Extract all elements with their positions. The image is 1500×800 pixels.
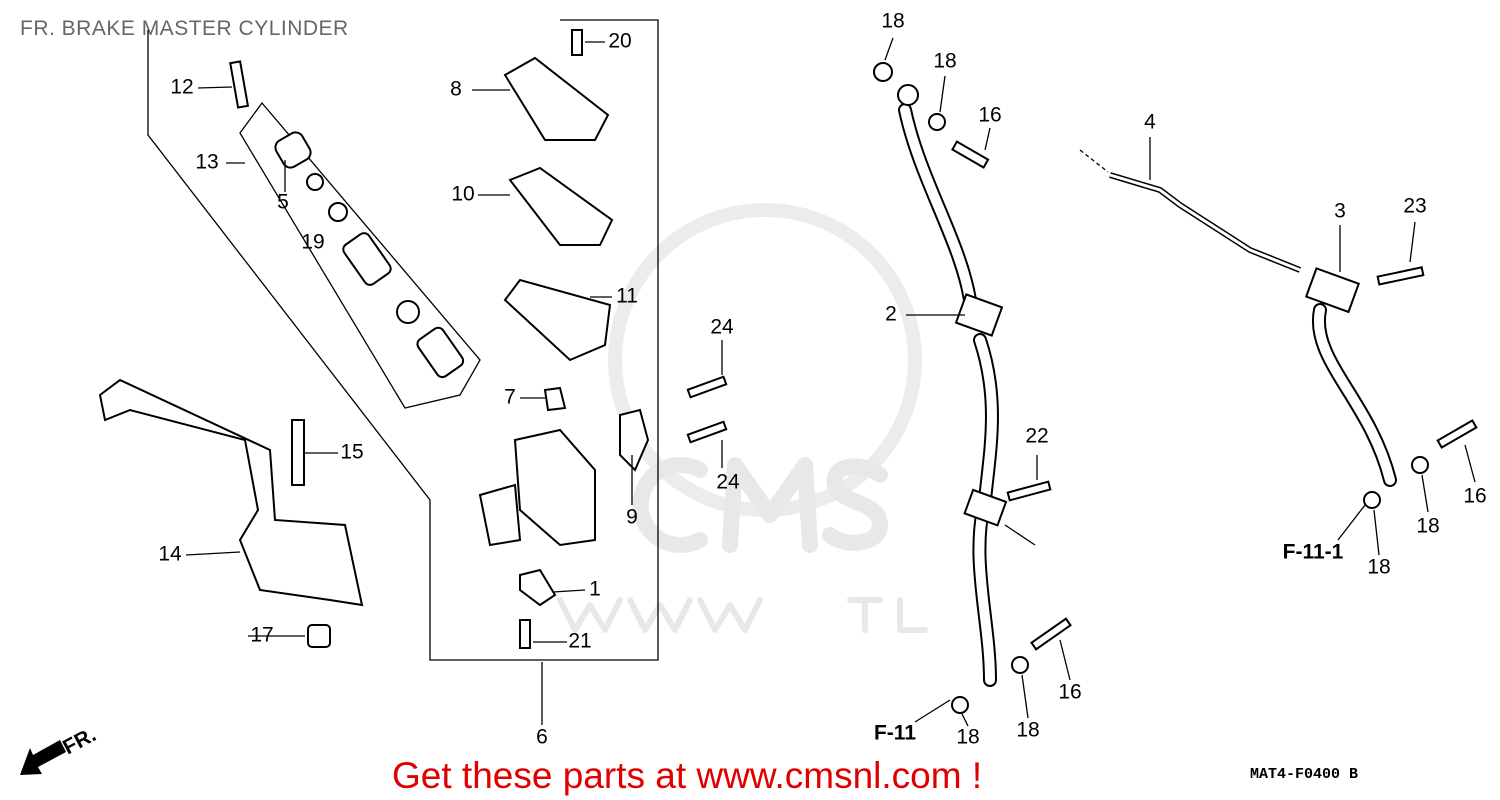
fasteners [686, 62, 1478, 714]
arrow-icon [20, 740, 66, 775]
brake-switch [519, 568, 557, 607]
pivot-bolt [291, 419, 305, 486]
front-direction-marker: FR. [20, 723, 100, 775]
callout: 20 [608, 30, 631, 53]
callout: 18 [1416, 515, 1439, 538]
screw-21 [519, 619, 531, 649]
assembly-13-outline [239, 101, 481, 409]
screw-20 [571, 29, 583, 56]
pivot-nut [307, 624, 331, 648]
callout: 16 [978, 104, 1001, 127]
promo-link[interactable]: Get these parts at www.cmsnl.com ! [392, 755, 983, 796]
callout: 6 [536, 726, 548, 749]
hose-joint [954, 293, 1004, 337]
callout: 13 [195, 151, 218, 174]
pushrod [229, 60, 250, 109]
callout: 24 [716, 471, 740, 494]
callout: 18 [956, 726, 979, 749]
diagram-code: MAT4-F0400 B [1250, 766, 1358, 783]
clip [543, 386, 567, 412]
callout: 19 [301, 231, 324, 254]
callout: 7 [504, 386, 516, 409]
watermark [557, 203, 928, 633]
callout: 22 [1025, 425, 1048, 448]
callout: 18 [881, 10, 904, 33]
callout: 12 [170, 76, 193, 99]
master-cylinder-body [478, 428, 596, 547]
callouts: 18 18 16 4 3 23 20 12 8 13 5 19 10 11 2 … [158, 10, 1486, 749]
callout: 16 [1058, 681, 1081, 704]
callout: 15 [340, 441, 363, 464]
watermark-logo-lettering [557, 457, 928, 633]
callout: 5 [277, 191, 289, 214]
callout: 8 [450, 78, 462, 101]
ref-f11-1: F-11-1 [1283, 541, 1344, 564]
diaphragm [503, 278, 612, 362]
assembly-6-outline [147, 19, 659, 661]
brake-lever [98, 378, 364, 607]
callout: 11 [616, 285, 638, 308]
hose-clamp [963, 488, 1008, 527]
callout: 18 [1016, 719, 1039, 742]
callout: 14 [158, 543, 182, 566]
callout: 1 [589, 578, 601, 601]
callout: 16 [1463, 485, 1486, 508]
callout: 18 [1367, 556, 1390, 579]
callout: 21 [568, 630, 591, 653]
callout: 24 [710, 316, 734, 339]
callout: 2 [885, 303, 897, 326]
callout: 3 [1334, 200, 1346, 223]
callout: 4 [1144, 111, 1156, 134]
ref-f11: F-11 [874, 722, 916, 745]
three-way-joint [1304, 267, 1361, 314]
diagram-title: FR. BRAKE MASTER CYLINDER [20, 17, 349, 40]
leader-lines [185, 37, 1476, 727]
callout: 10 [451, 183, 474, 206]
callout: 18 [933, 50, 956, 73]
callout: 23 [1403, 195, 1426, 218]
diaphragm-plate [508, 166, 614, 246]
callout: 9 [626, 506, 638, 529]
reservoir-cap [503, 56, 610, 141]
piston-kit [274, 131, 465, 379]
holder [619, 408, 650, 472]
callout: 17 [250, 624, 273, 647]
fr-label: FR. [59, 723, 100, 759]
